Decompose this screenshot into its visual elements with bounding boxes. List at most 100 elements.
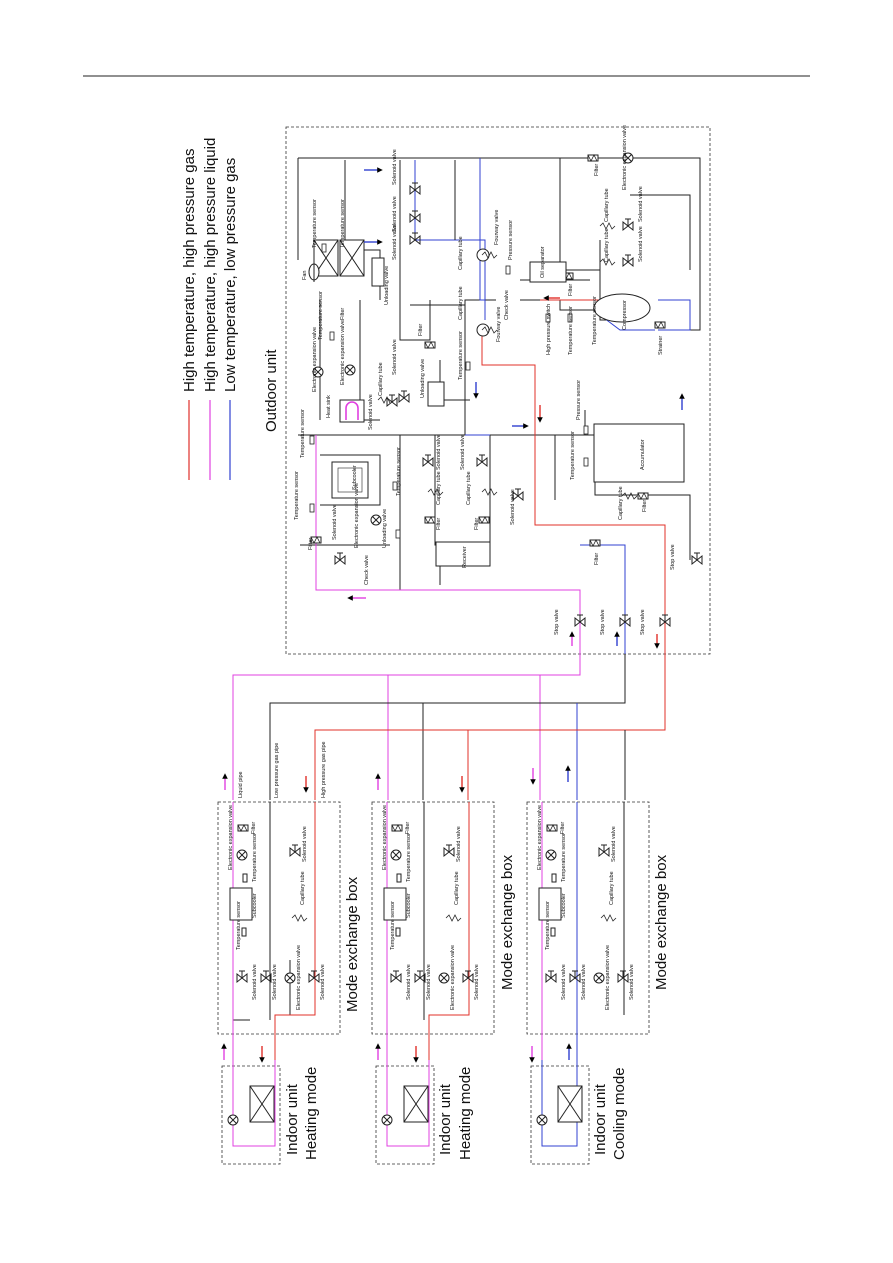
subcooler-label: Subcooler (352, 465, 358, 490)
liquid-pipe-label: Liquid pipe (238, 771, 244, 798)
filter-label: Filter (568, 284, 574, 296)
temp-sensor-label: Temperature sensor (300, 409, 306, 458)
eev-label: Electronic expansion valve (605, 945, 611, 1010)
solenoid-valve-label: Solenoid valve (392, 196, 398, 232)
fourway-valve-label: Fourway valve (494, 210, 500, 245)
indoor-unit-line1: Indoor unit (437, 1083, 454, 1155)
temp-sensor-label: Temperature sensor (390, 901, 396, 950)
solenoid-valve-label: Solenoid valve (392, 339, 398, 375)
solenoid-valve-label: Solenoid valve (426, 964, 432, 1000)
capillary-tube-label: Capillary tube (604, 228, 610, 262)
eev-label: Electronic expansion valve (340, 320, 346, 385)
temp-sensor-label: Temperature sensor (592, 296, 598, 345)
legend-blue-label: Low temperature, low pressure gas (222, 158, 239, 392)
capillary-tube-label: Capillary tube (378, 362, 384, 396)
indoor-flow-arrows (221, 1043, 572, 1063)
capillary-tube-label: Capillary tube (300, 871, 306, 905)
subcooler-label: Subcooler (561, 893, 567, 918)
solenoid-valve-label: Solenoid valve (406, 964, 412, 1000)
filter-label: Filter (340, 308, 346, 320)
compressor-icon (593, 293, 651, 323)
solenoid-valve-label: Solenoid valve (561, 964, 567, 1000)
subcooler-label: Subcooler (252, 893, 258, 918)
indoor-unit-2 (375, 1060, 435, 1165)
solenoid-valve-label: Solenoid valve (302, 826, 308, 862)
high-pressure-pipe-label: High pressure gas pipe (321, 741, 327, 798)
outdoor-labels: Fan Temperature sensor Temperature senso… (294, 125, 676, 635)
unloading-valve-label: Unloading valve (382, 509, 388, 548)
unloading-valve-icon (371, 257, 445, 407)
sensor-icons (309, 243, 589, 539)
eev-label: Electronic expansion valve (537, 805, 543, 870)
temp-sensor-label: Temperature sensor (396, 447, 402, 496)
legend-red-label: High temperature, high pressure gas (181, 149, 198, 392)
strainer-label: Strainer (658, 336, 664, 355)
mode-box-1 (217, 801, 341, 1060)
solenoid-valve-label: Solenoid valve (510, 489, 516, 525)
solenoid-valve-label: Solenoid valve (332, 504, 338, 540)
legend-magenta-label: High temperature, high pressure liquid (202, 138, 219, 392)
mode-box-title: Mode exchange box (499, 854, 516, 990)
filter-label: Filter (642, 500, 648, 512)
solenoid-valve-label: Solenoid valve (320, 964, 326, 1000)
receiver-icon (435, 541, 491, 567)
capillary-tube-label: Capillary tube (454, 871, 460, 905)
temp-sensor-label: Temperature sensor (458, 331, 464, 380)
eev-label: Electronic expansion valve (450, 945, 456, 1010)
outdoor-unit-title: Outdoor unit (263, 349, 280, 432)
temp-sensor-label: Temperature sensor (294, 471, 300, 520)
receiver-label: Receiver (462, 546, 468, 568)
solenoid-valve-label: Solenoid valve (392, 224, 398, 260)
indoor-unit-line1: Indoor unit (592, 1083, 609, 1155)
temp-sensor-label: Temperature sensor (236, 901, 242, 950)
temp-sensor-label: Temperature sensor (312, 199, 318, 248)
solenoid-valve-label: Solenoid valve (611, 826, 617, 862)
temp-sensor-label: Temperature sensor (318, 291, 324, 340)
solenoid-valve-label: Solenoid valve (629, 964, 635, 1000)
solenoid-valve-label: Solenoid valve (436, 434, 442, 470)
eev-label: Electronic expansion valve (228, 805, 234, 870)
filter-label: Filter (418, 324, 424, 336)
temp-sensor-label: Temperature sensor (406, 833, 412, 882)
capillary-tube-label: Capillary tube (466, 471, 472, 505)
solenoid-valve-label: Solenoid valve (474, 964, 480, 1000)
solenoid-valve-label: Solenoid valve (456, 826, 462, 862)
fan-icon (308, 262, 320, 282)
temp-sensor-label: Temperature sensor (545, 901, 551, 950)
eev-label: Electronic expansion valve (382, 805, 388, 870)
indoor-unit-mode: Heating mode (303, 1067, 320, 1160)
heat-sink-icon (339, 399, 365, 423)
indoor-unit-mode: Cooling mode (611, 1067, 628, 1160)
indoor-unit-3 (530, 1060, 590, 1165)
filter-label: Filter (560, 822, 566, 834)
temp-sensor-label: Temperature sensor (252, 833, 258, 882)
mode-box-3 (526, 801, 650, 1060)
solenoid-valve-label: Solenoid valve (252, 964, 258, 1000)
filter-label: Filter (474, 518, 480, 530)
capillary-tube-label: Capillary tube (609, 871, 615, 905)
capillary-tube-label: Capillary tube (458, 236, 464, 270)
eev-label: Electronic expansion valve (296, 945, 302, 1010)
solenoid-valve-label: Solenoid valve (638, 186, 644, 222)
capillary-tube-label: Capillary tube (436, 471, 442, 505)
accumulator-label: Accumulator (640, 439, 646, 470)
filter-label: Filter (436, 518, 442, 530)
mode-box-2 (371, 801, 495, 1060)
outdoor-unit-box (285, 126, 711, 655)
outdoor-heat-exchanger (313, 239, 365, 277)
solenoid-valve-label: Solenoid valve (638, 226, 644, 262)
capillary-tube-label: Capillary tube (618, 486, 624, 520)
pressure-sensor-label: Pressure sensor (576, 380, 582, 420)
temp-sensor-label: Temperature sensor (570, 431, 576, 480)
mode-box-title: Mode exchange box (344, 876, 361, 1012)
solenoid-valve-label: Solenoid valve (368, 394, 374, 430)
outdoor-flow-arrows (347, 167, 685, 649)
fourway-valve-label: Fourway valve (496, 307, 502, 342)
trunk-flow-arrows (222, 765, 571, 793)
trunk-piping (232, 654, 666, 800)
high-pressure-switch-label: High pressure switch (546, 304, 552, 355)
legend: High temperature, high pressure gas High… (181, 138, 239, 480)
unloading-valve-label: Unloading valve (384, 266, 390, 305)
indoor-unit-line1: Indoor unit (284, 1083, 301, 1155)
